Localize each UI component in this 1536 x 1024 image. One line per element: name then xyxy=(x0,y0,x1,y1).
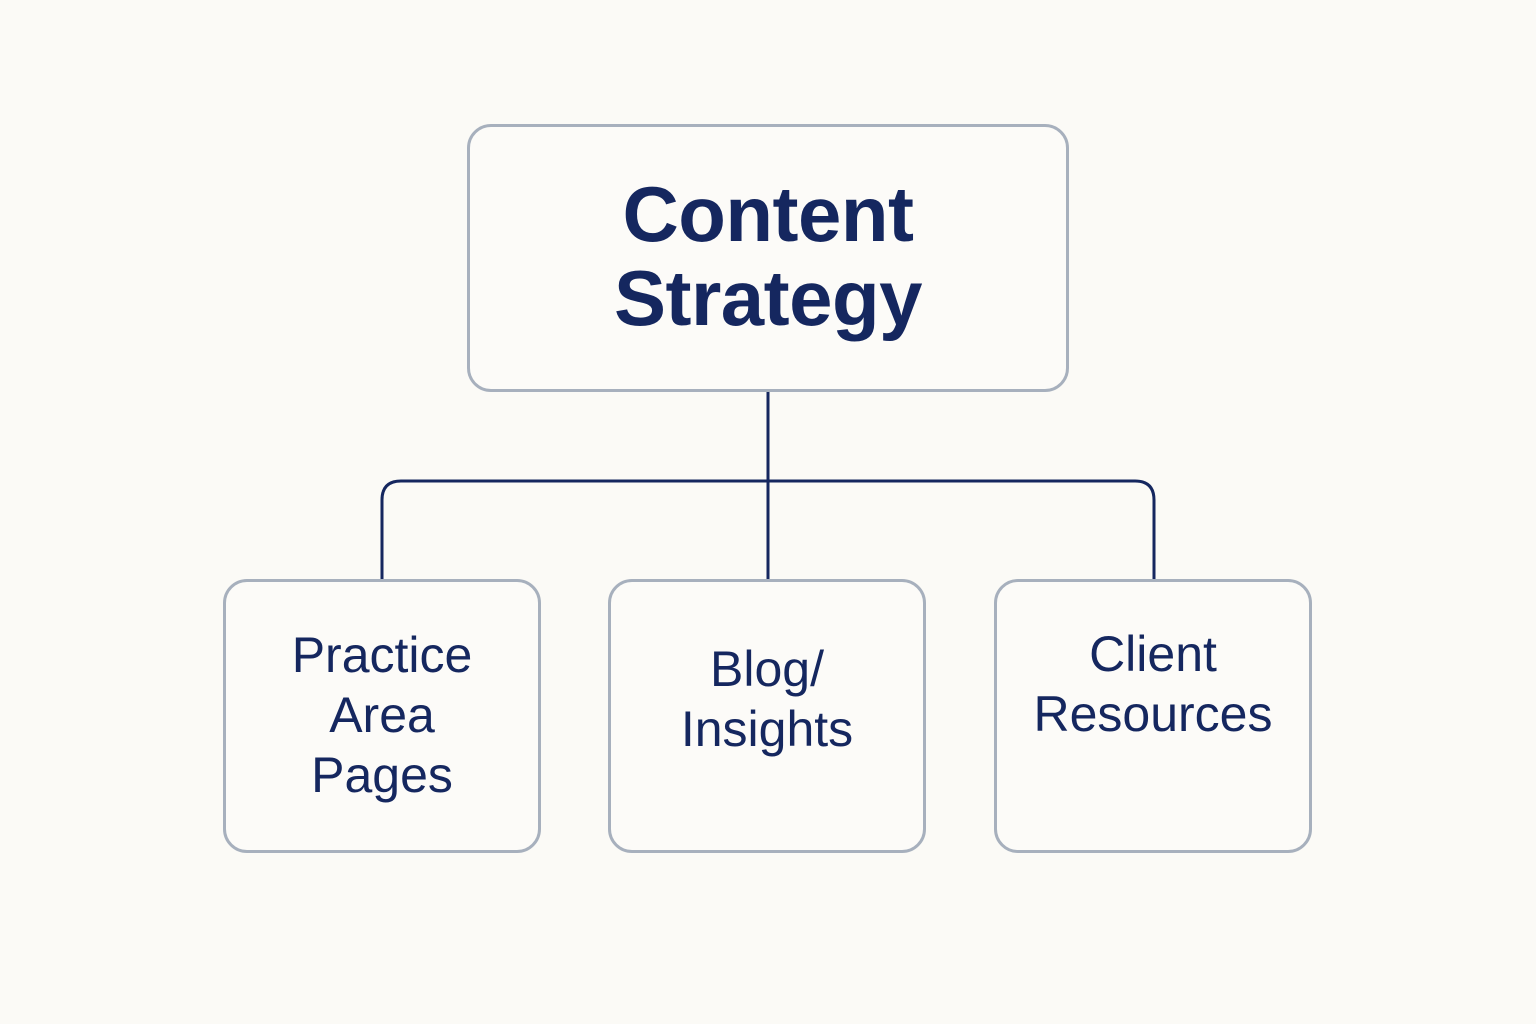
root-label-line-1: Content xyxy=(622,170,914,258)
client-label-line-2: Resources xyxy=(1033,686,1273,742)
practice-label-line-1: Practice xyxy=(291,627,473,683)
child-node-label: Client Resources xyxy=(1018,624,1288,744)
root-node-content-strategy: Content Strategy xyxy=(467,124,1069,392)
blog-label-line-1: Blog/ xyxy=(710,641,824,697)
client-label-line-1: Client xyxy=(1089,626,1217,682)
child-node-client-resources: Client Resources xyxy=(994,579,1312,853)
root-node-label: Content Strategy xyxy=(613,170,923,342)
child-node-blog-insights: Blog/ Insights xyxy=(608,579,926,853)
blog-label-line-2: Insights xyxy=(680,701,854,757)
practice-label-line-3: Pages xyxy=(311,747,453,803)
child-node-label: Practice Area Pages xyxy=(247,625,517,805)
child-node-practice-area-pages: Practice Area Pages xyxy=(223,579,541,853)
root-label-line-2: Strategy xyxy=(613,254,923,342)
practice-label-line-2: Area xyxy=(329,687,435,743)
child-node-label: Blog/ Insights xyxy=(632,639,902,759)
